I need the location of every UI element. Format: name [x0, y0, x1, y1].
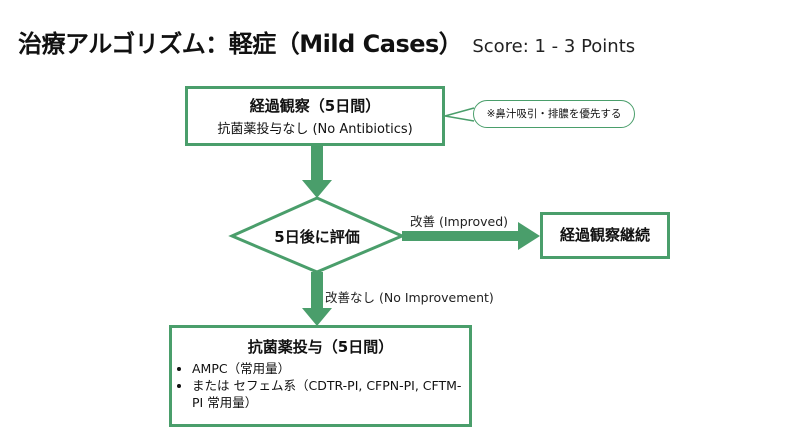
page-title: 治療アルゴリズム：軽症（Mild Cases） — [18, 30, 463, 58]
score-subtitle: Score: 1 - 3 Points — [472, 36, 636, 57]
decision-label: 5日後に評価 — [274, 228, 360, 246]
arrow-observation-to-decision — [302, 146, 332, 198]
antibiotics-list: AMPC（常用量） または セフェム系（CDTR-PI, CFPN-PI, CF… — [172, 360, 469, 411]
note-callout-tail — [444, 107, 475, 122]
no-improvement-label: 改善なし (No Improvement) — [325, 290, 494, 305]
antibiotics-item: または セフェム系（CDTR-PI, CFPN-PI, CFTM-PI 常用量） — [192, 377, 469, 411]
note-callout: ※鼻汁吸引・排膿を優先する — [473, 100, 635, 128]
arrow-improved — [402, 222, 540, 250]
continue-observation-box: 経過観察継続 — [540, 212, 670, 259]
header: 治療アルゴリズム：軽症（Mild Cases） Score: 1 - 3 Poi… — [18, 24, 635, 59]
antibiotics-heading: 抗菌薬投与（5日間） — [247, 338, 394, 356]
observation-box: 経過観察（5日間） 抗菌薬投与なし (No Antibiotics) — [185, 86, 445, 146]
observation-heading: 経過観察（5日間） — [249, 97, 381, 115]
observation-detail: 抗菌薬投与なし (No Antibiotics) — [217, 122, 413, 137]
antibiotics-item: AMPC（常用量） — [192, 360, 469, 377]
antibiotics-box: 抗菌薬投与（5日間） AMPC（常用量） または セフェム系（CDTR-PI, … — [169, 325, 472, 427]
improved-label: 改善 (Improved) — [410, 214, 509, 229]
arrow-no-improvement — [302, 272, 332, 326]
